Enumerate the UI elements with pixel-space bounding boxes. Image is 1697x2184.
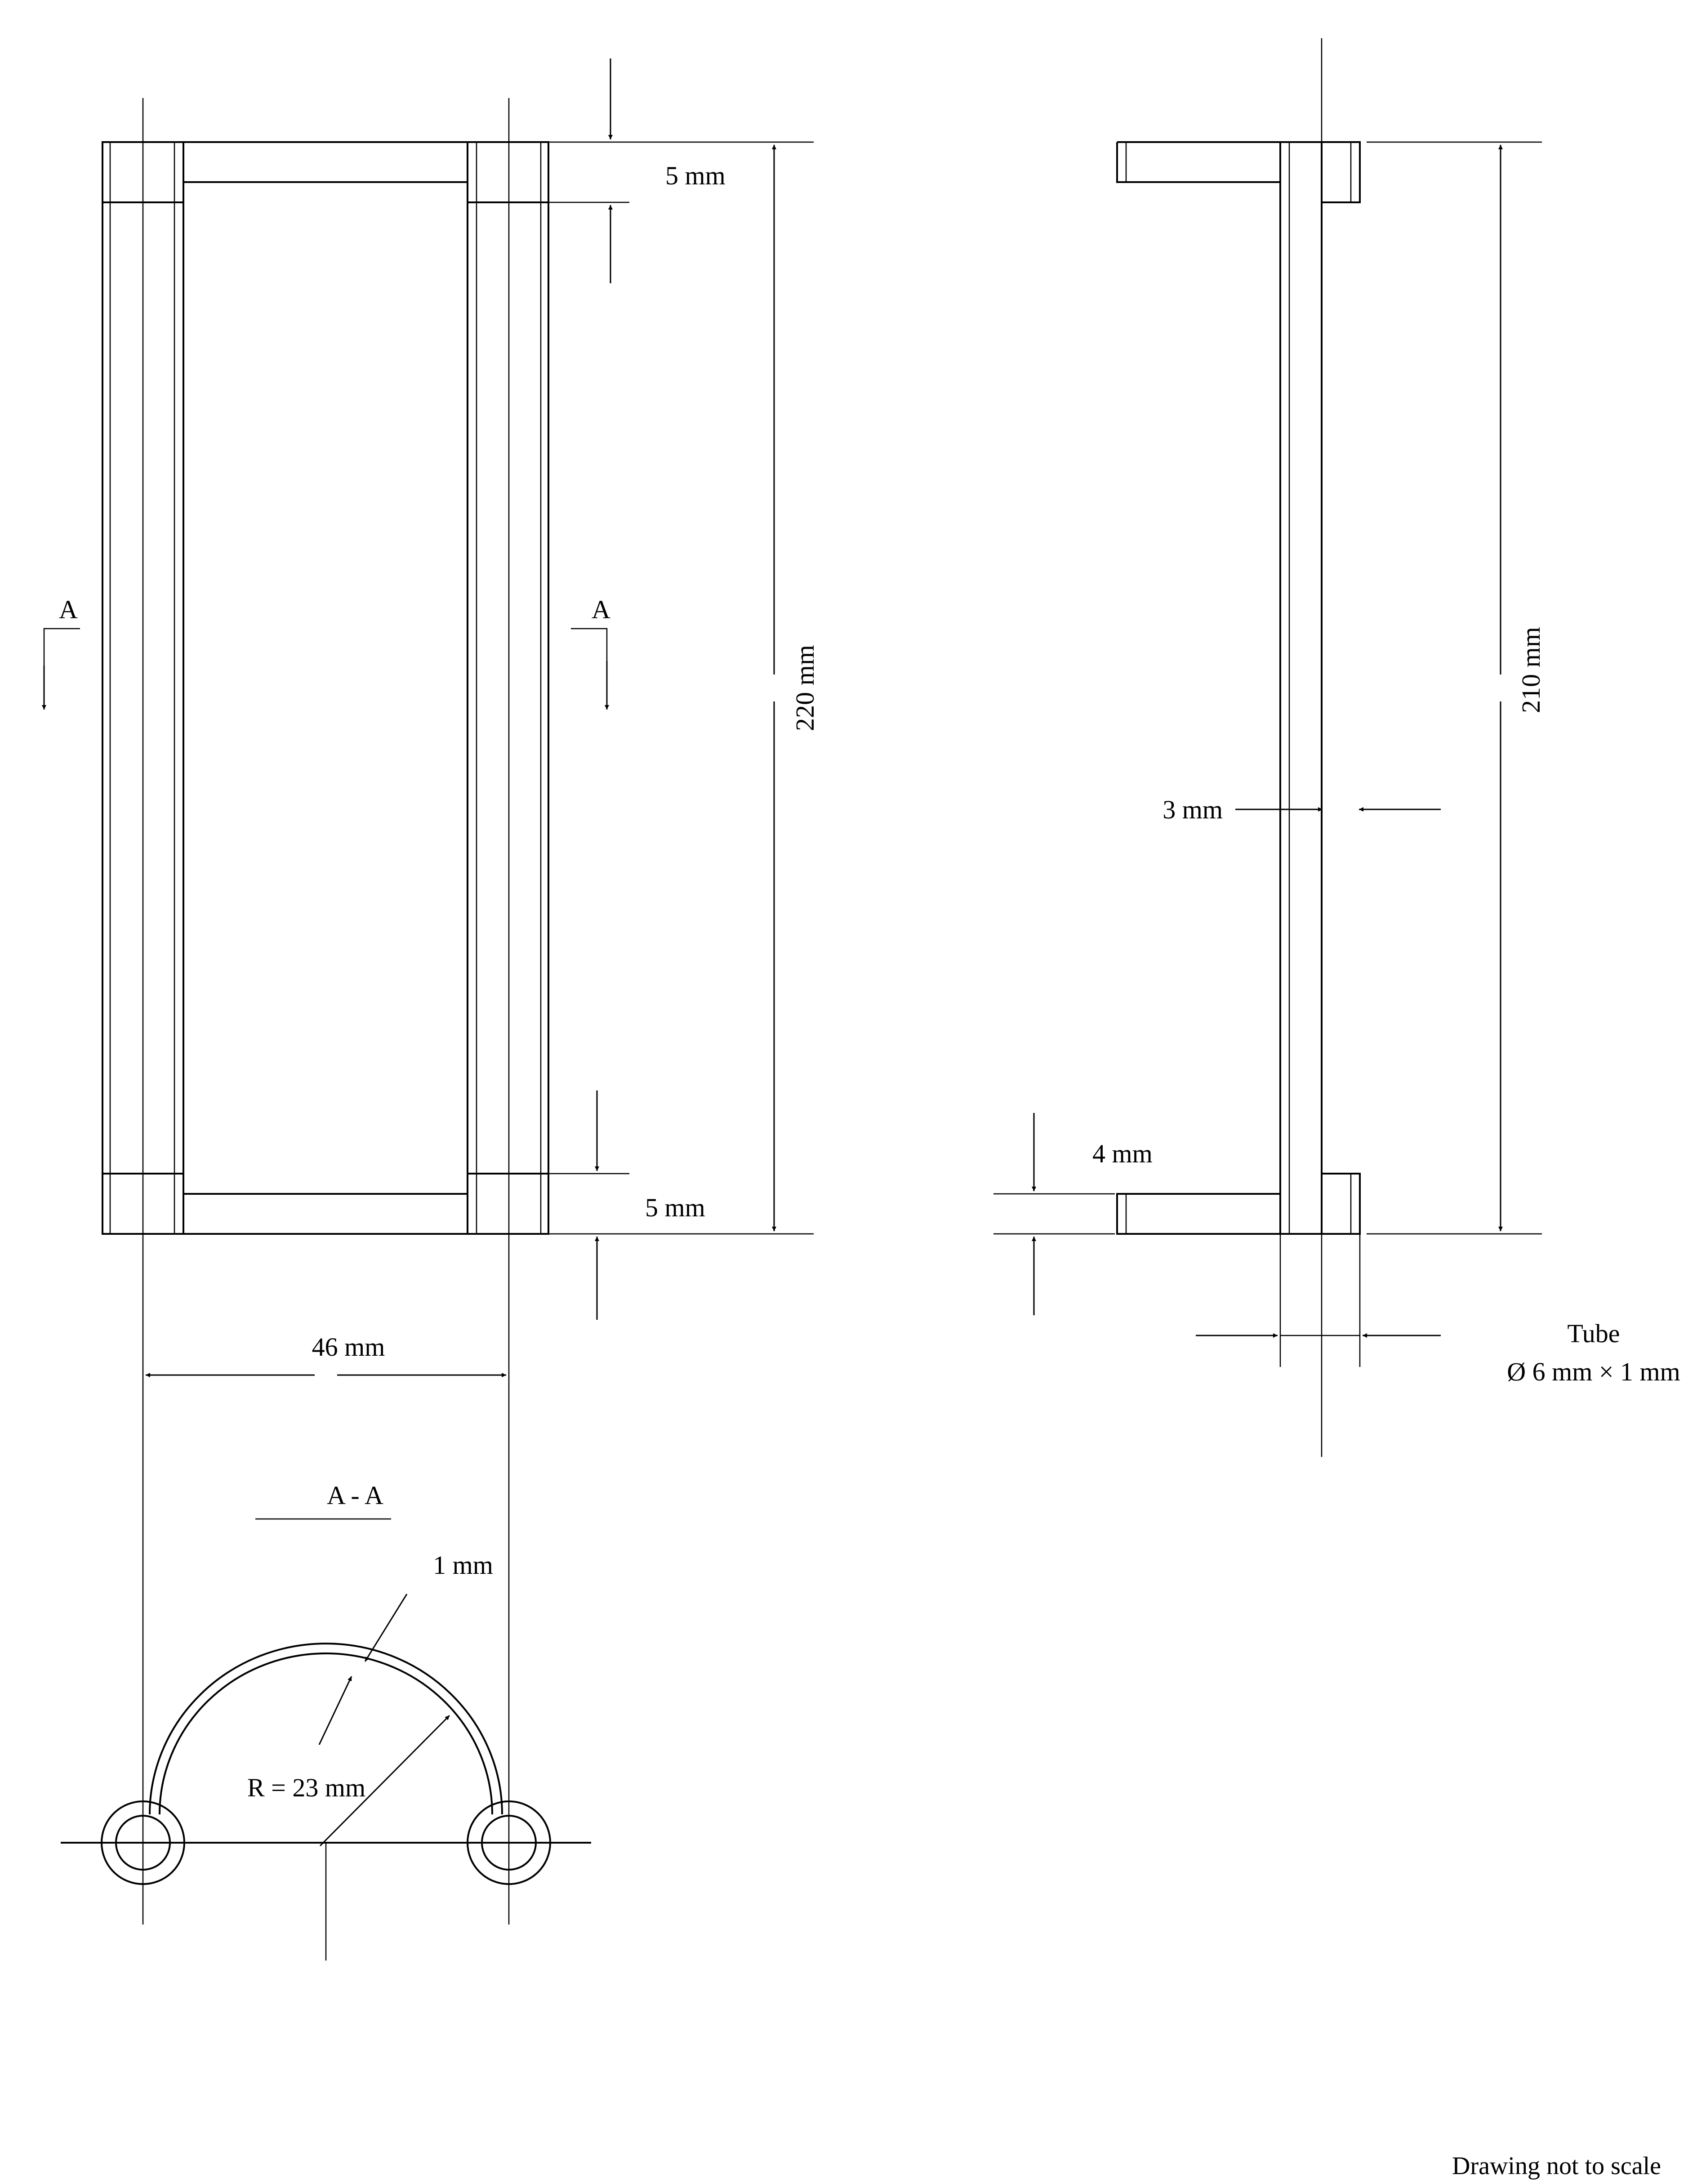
- tube-title-label: Tube: [1567, 1319, 1620, 1348]
- top-gap-dimension: 5 mm: [548, 58, 814, 283]
- side-height-dimension: 210 mm: [1367, 141, 1546, 1235]
- frame-height-label: 220 mm: [790, 645, 820, 731]
- shell-thickness-dimension: 1 mm: [318, 1550, 493, 1745]
- front-outer-frame: [102, 141, 549, 1235]
- section-marker-left: A: [42, 595, 80, 710]
- section-view: A - A: [61, 1481, 591, 1961]
- scale-note: Drawing not to scale: [1452, 2152, 1661, 2180]
- frame-width-label: 46 mm: [312, 1332, 385, 1362]
- radius-label: R = 23 mm: [247, 1773, 365, 1802]
- shell-thickness-label: 1 mm: [433, 1550, 493, 1580]
- left-tube-outer: [101, 1800, 185, 1885]
- section-title: A - A: [327, 1481, 383, 1510]
- bottom-offset-dimension: 4 mm: [993, 1113, 1153, 1315]
- radius-dimension: R = 23 mm: [247, 1715, 450, 1847]
- right-tube-inner: [481, 1815, 537, 1871]
- bottom-offset-label: 4 mm: [1092, 1139, 1153, 1168]
- section-marker-right-label: A: [592, 595, 610, 624]
- side-view: [1116, 38, 1361, 1457]
- frame-width-dimension: 46 mm: [146, 1332, 506, 1377]
- wall-thickness-dimension: 3 mm: [1163, 795, 1441, 824]
- shell-outer-arc: [149, 1643, 503, 1815]
- wall-thickness-label: 3 mm: [1163, 795, 1223, 824]
- right-tube-outer: [467, 1800, 551, 1885]
- shell-inner-arc: [159, 1653, 493, 1815]
- tube-spec-label: Ø 6 mm × 1 mm: [1507, 1357, 1680, 1386]
- frame-height-dimension: 220 mm: [772, 145, 820, 1231]
- top-gap-label: 5 mm: [665, 161, 726, 190]
- section-marker-left-label: A: [59, 595, 78, 624]
- bottom-gap-dimension: 5 mm: [548, 1090, 814, 1320]
- left-tube-inner: [115, 1815, 171, 1871]
- bottom-gap-label: 5 mm: [645, 1193, 705, 1222]
- side-profile: [1116, 141, 1361, 1235]
- front-view: [102, 98, 549, 1925]
- section-marker-right: A: [571, 595, 610, 710]
- tube-dimension: Tube Ø 6 mm × 1 mm: [1196, 1234, 1680, 1386]
- side-height-label: 210 mm: [1516, 627, 1546, 713]
